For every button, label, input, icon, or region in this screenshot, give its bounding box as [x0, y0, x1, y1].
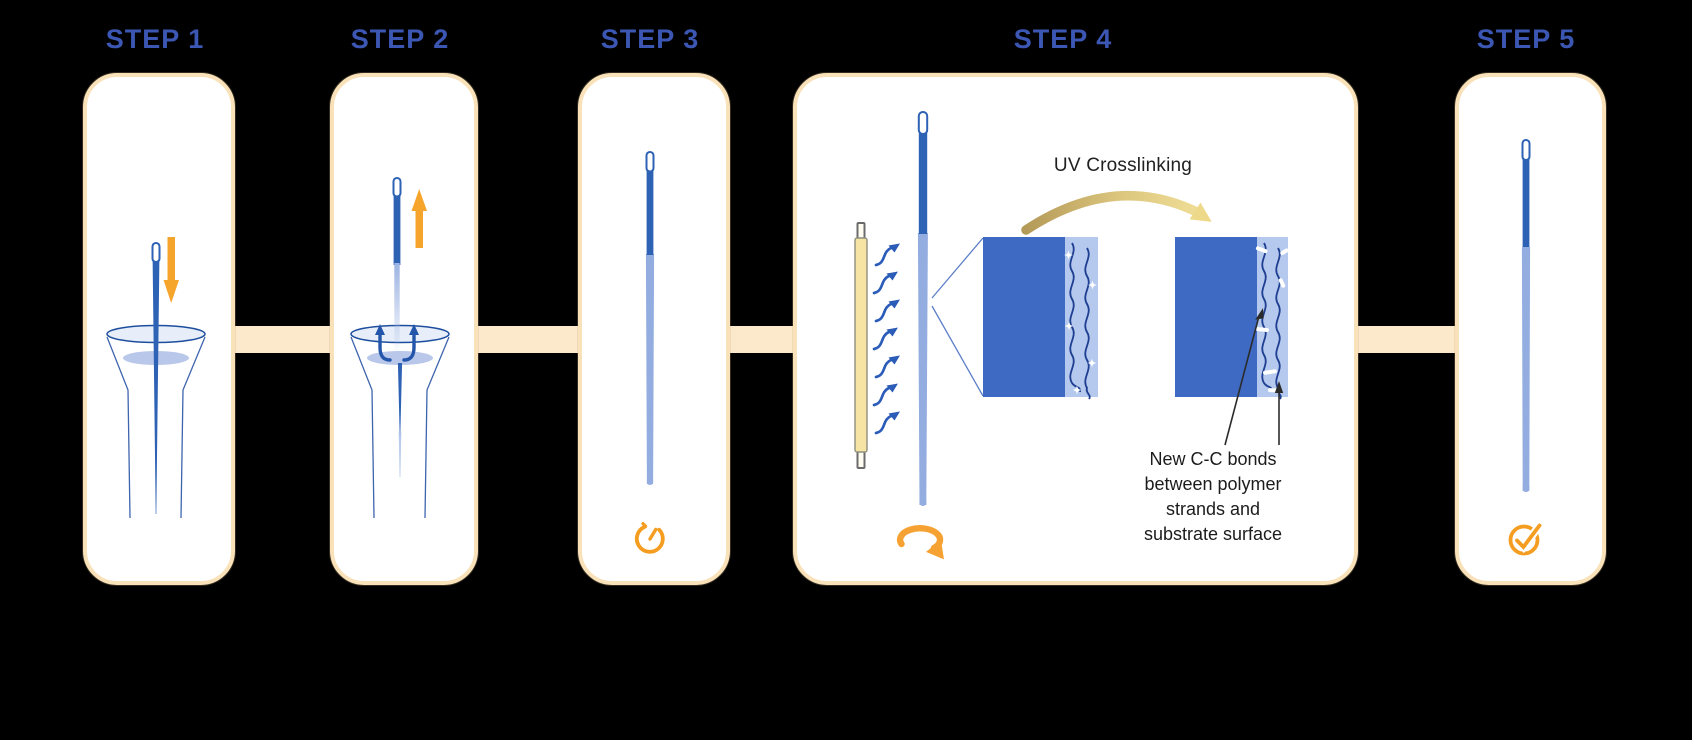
uv-crosslinking-label: UV Crosslinking: [1053, 155, 1193, 176]
step-2-card: [330, 73, 478, 585]
step-1-label: STEP 1: [105, 24, 205, 54]
rotation-icon: [896, 525, 944, 560]
finished-coated-wire: [1521, 139, 1531, 492]
magnified-view-before: [983, 237, 1098, 400]
step-2-art: [350, 177, 450, 519]
coating-funnel: [350, 324, 450, 519]
step-5-art: [1508, 139, 1544, 556]
step-3-label: STEP 3: [600, 24, 700, 54]
down-arrow-icon: [163, 237, 179, 303]
uv-lamp-icon: [854, 222, 868, 469]
step-4-label: STEP 4: [1013, 24, 1113, 54]
uv-rays-icon: [872, 242, 902, 435]
substrate-wire: [392, 177, 403, 477]
drip-up-arrows-icon: [375, 324, 419, 362]
magnifier-callout-lines: [931, 237, 984, 397]
connector-bar-4: [1347, 326, 1459, 353]
check-circle-icon: [1508, 521, 1544, 556]
step-3-card: [578, 73, 730, 585]
step-3-art: [634, 151, 665, 554]
timer-icon: [634, 522, 665, 554]
step-2-label: STEP 2: [350, 24, 450, 54]
step-5-label: STEP 5: [1476, 24, 1576, 54]
step-1-art: [106, 237, 206, 519]
new-bonds-note: New C-C bonds between polymer strands an…: [1143, 449, 1283, 544]
rotating-wire: [917, 111, 929, 506]
gold-curved-arrow-icon: [1021, 190, 1212, 235]
step-4-card: UV Crosslinking New C-C bonds between po…: [793, 73, 1358, 585]
new-bond-marks: [1255, 246, 1289, 393]
coated-wire: [645, 151, 655, 485]
step-5-card: [1455, 73, 1606, 585]
connector-bar-3: [719, 326, 797, 353]
connector-bar-1: [224, 326, 334, 353]
step-4-art: [854, 111, 1289, 560]
step-1-card: [83, 73, 235, 585]
substrate-wire: [151, 242, 161, 514]
up-arrow-icon: [411, 189, 427, 248]
bond-pointer-arrows: [1224, 308, 1284, 446]
magnified-view-after: [1175, 237, 1289, 400]
connector-bar-2: [467, 326, 581, 353]
